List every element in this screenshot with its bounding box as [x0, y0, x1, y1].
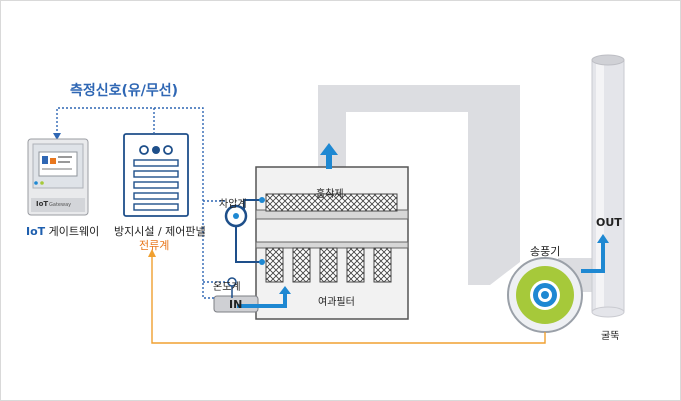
iot-device-text: Gateway: [49, 202, 71, 208]
filter-cartridges: [265, 247, 392, 283]
control-panel-label: 방지시설 / 제어판넬: [114, 225, 206, 238]
inlet-label: IN: [229, 298, 243, 311]
current-signal-line: [151, 256, 546, 344]
inlet-arrow: [237, 286, 291, 308]
upflow-arrow: [320, 143, 338, 169]
chimney-stack: [591, 54, 625, 318]
stack-label: 굴뚝: [601, 331, 620, 342]
signal-lines: [56, 107, 228, 299]
control-panel-device: [123, 133, 189, 217]
outlet-label: OUT: [596, 216, 622, 229]
outlet-arrow: [581, 234, 609, 273]
signal-title: 측정신호(유/무선): [70, 83, 179, 99]
current-signal-arrowhead: [148, 249, 156, 257]
differential-pressure-gauge: [224, 197, 265, 265]
iot-label-suffix: 게이트웨이: [48, 225, 100, 238]
iot-device-badge: IoT: [36, 200, 48, 208]
thermometer: [227, 277, 237, 298]
iot-gateway-device: [27, 138, 89, 216]
differential-pressure-label: 차압계: [219, 199, 247, 210]
adsorbent-label: 흡착제: [316, 189, 344, 200]
thermometer-label: 온도계: [213, 282, 241, 293]
iot-gateway-label: IoT 게이트웨이: [26, 223, 99, 239]
flow-meter-label: 전류계: [139, 239, 170, 252]
adsorbent-bed: [265, 193, 398, 212]
filter-label: 여과필터: [318, 297, 355, 308]
signal-arrowhead: [53, 133, 61, 140]
iot-label-prefix: IoT: [26, 225, 46, 238]
blower-fan: [507, 257, 583, 333]
fan-label: 송풍기: [530, 245, 561, 258]
